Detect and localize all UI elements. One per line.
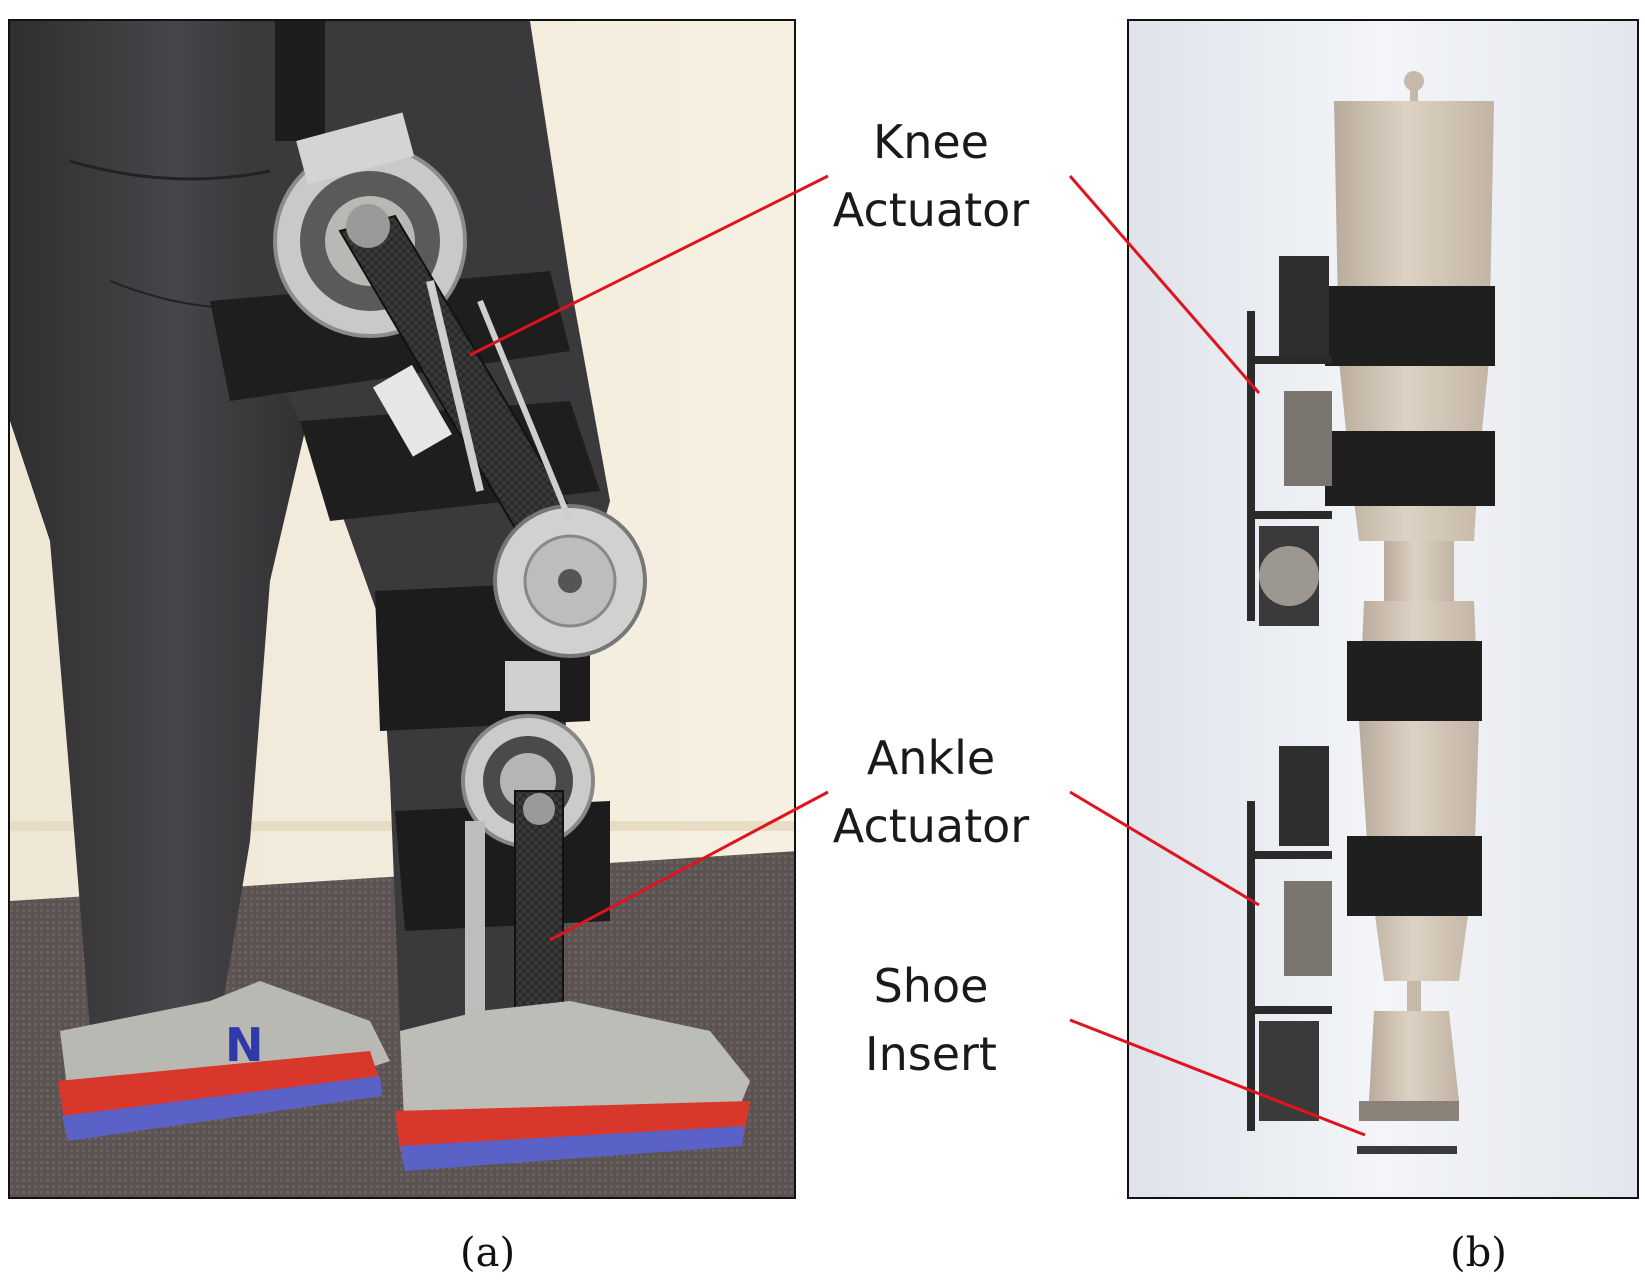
cad-strap-4 <box>1347 836 1482 916</box>
shoe-label-line1: Shoe <box>873 959 989 1013</box>
left-shoe: N <box>58 981 390 1141</box>
caption-a: (a) <box>460 1230 516 1276</box>
photo-panel-a: N <box>8 19 796 1199</box>
knee-pulley <box>493 504 647 658</box>
shoe-logo: N <box>225 1018 264 1072</box>
strap <box>275 21 325 141</box>
ankle-leader-right <box>1069 790 1260 907</box>
cad-shank-rail <box>1247 801 1255 1131</box>
cad-strap-1 <box>1325 286 1495 366</box>
shoe-label-line2: Insert <box>865 1027 997 1081</box>
knee-leader-right <box>1068 175 1261 394</box>
knee-label-line1: Knee <box>873 115 989 169</box>
shoe-leader-right <box>1069 1018 1366 1137</box>
ankle-label-line1: Ankle <box>866 731 996 785</box>
caption-b: (b) <box>1450 1230 1507 1276</box>
knee-carbon-link <box>338 204 612 598</box>
cad-shoe-insert <box>1357 1146 1457 1154</box>
knee-label-line2: Actuator <box>832 183 1030 237</box>
cad-strap-3 <box>1347 641 1482 721</box>
exoskeleton-cad-render <box>1247 71 1495 1154</box>
exoskeleton-photo: N <box>10 21 794 1197</box>
cad-thigh-rail <box>1247 311 1255 621</box>
ankle-label-line2: Actuator <box>832 799 1030 853</box>
ankle-actuator-label: Ankle Actuator <box>801 724 1061 860</box>
knee-leader-left <box>469 174 829 357</box>
shoe-insert-label: Shoe Insert <box>801 952 1061 1088</box>
cad-strap-2 <box>1325 431 1495 506</box>
cad-knee-actuator <box>1247 256 1332 626</box>
right-shoe <box>395 1001 750 1171</box>
cad-panel-b <box>1127 19 1639 1199</box>
knee-actuator-label: Knee Actuator <box>801 108 1061 244</box>
ankle-leader-left <box>549 790 829 942</box>
